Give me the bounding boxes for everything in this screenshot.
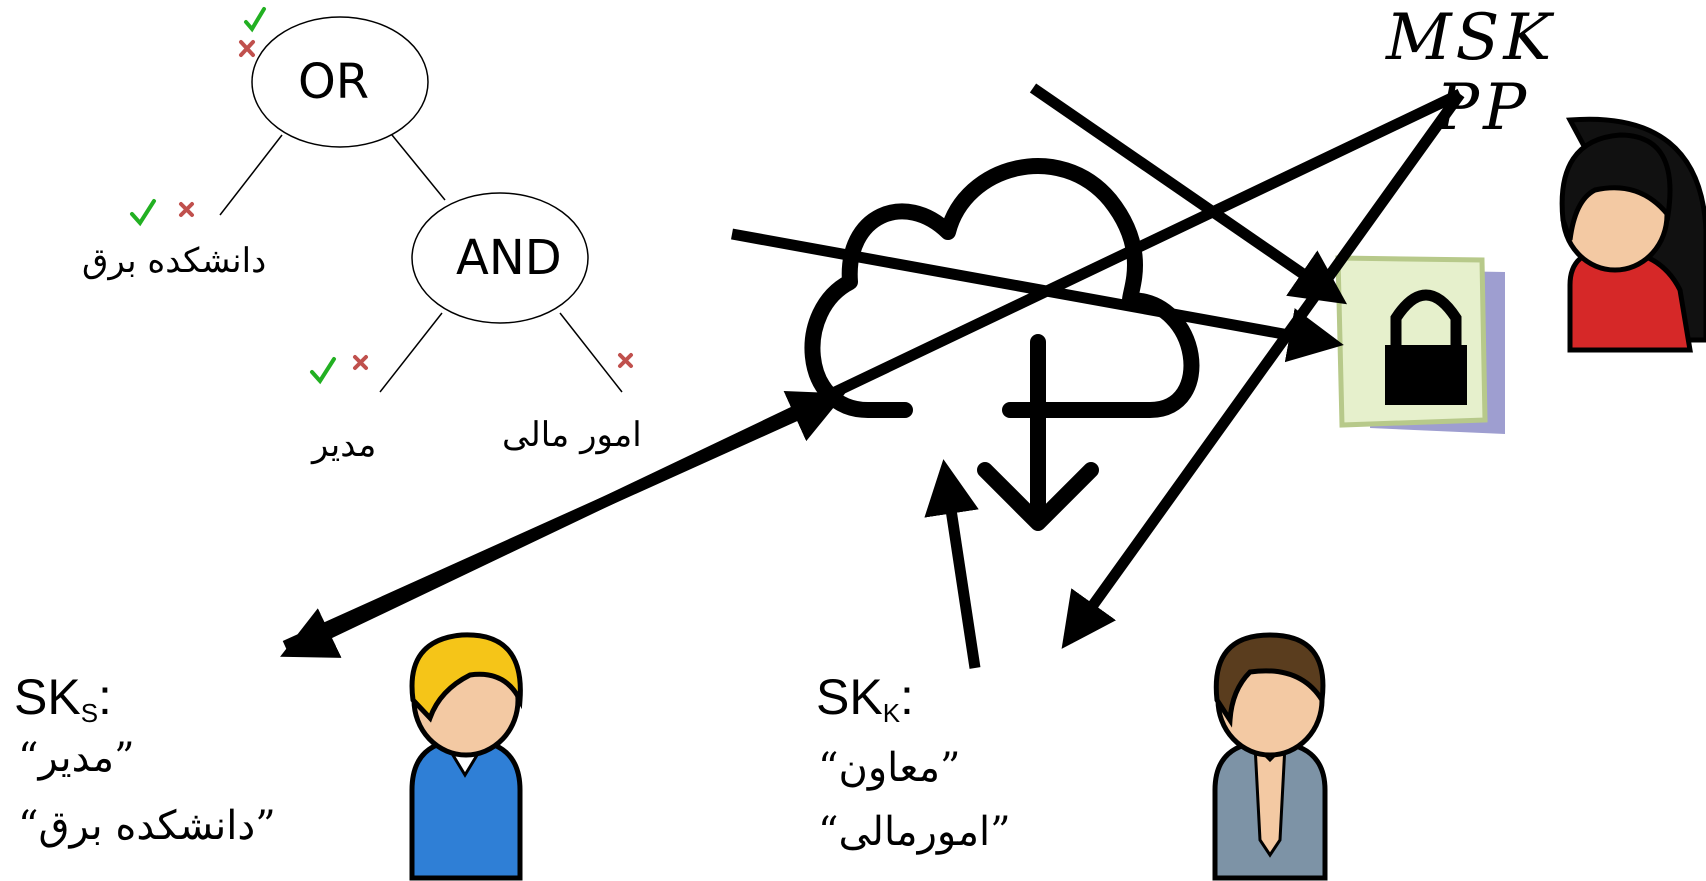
cloud-download-icon [804, 158, 1200, 531]
cross-icon [239, 40, 255, 57]
user-icon [1559, 116, 1706, 353]
sk-k-colon: : [900, 669, 914, 725]
user-icon [1212, 632, 1328, 881]
edge-or-faculty [219, 134, 283, 216]
arrows [280, 83, 1465, 669]
edge-and-manager [379, 312, 443, 393]
sk-s-subscript: S [80, 698, 99, 728]
arrow-to-lock-top [1029, 83, 1348, 305]
edge-or-and [391, 134, 446, 201]
msk-label: MSK [1386, 1, 1556, 75]
arrow-msk-to-user-k [1061, 90, 1465, 649]
sk-s-colon: : [98, 669, 112, 725]
check-icon [310, 357, 336, 385]
arrow-user-k-to-cloud [924, 459, 981, 669]
cross-icon [353, 355, 368, 370]
lock-icon [1335, 255, 1505, 434]
check-icon [130, 199, 156, 227]
sk-s-main: SK [14, 669, 81, 725]
sk-s-attribute-2: ”دانشکده برق“ [18, 803, 276, 849]
and-node-label: AND [456, 230, 562, 286]
sk-k-label: SKK: [816, 672, 914, 726]
sk-k-attribute-1: ”معاون“ [818, 745, 961, 791]
leaf-faculty-label: دانشکده برق [82, 241, 267, 281]
cross-icon [618, 353, 633, 368]
access-tree [219, 16, 623, 393]
pp-label: PP [1436, 71, 1531, 145]
cross-icon [179, 202, 194, 217]
sk-s-attribute-1: ”مدیر“ [18, 735, 135, 781]
sk-s-label: SKS: [14, 672, 112, 726]
sk-k-main: SK [816, 669, 883, 725]
and-node [411, 192, 589, 324]
sk-k-subscript: K [882, 698, 901, 728]
evaluation-marks [130, 7, 633, 385]
check-icon [244, 7, 266, 33]
or-node [251, 16, 429, 148]
user-icon [409, 632, 523, 881]
leaf-finance-label: امور مالی [502, 415, 642, 455]
edge-and-finance [559, 312, 623, 393]
leaf-manager-label: مدیر [312, 425, 377, 465]
or-node-label: OR [298, 54, 370, 110]
arrow-to-lock-bottom [731, 228, 1344, 363]
sk-k-attribute-2: ”امورمالی“ [818, 809, 1011, 855]
arrow-user-s-to-cloud [282, 391, 846, 652]
